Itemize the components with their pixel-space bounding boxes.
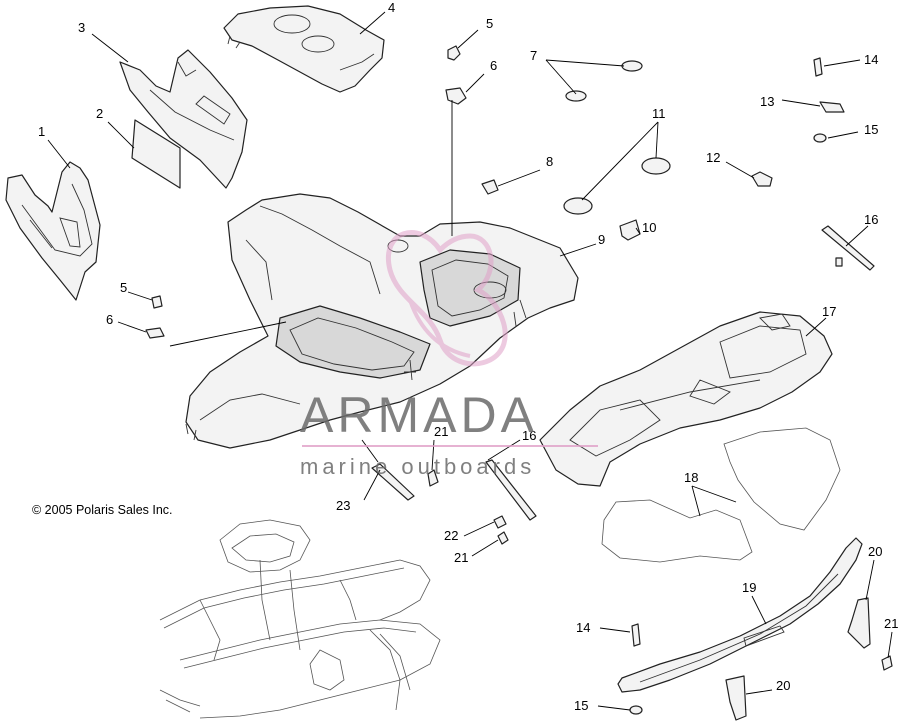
callout-19: 19 bbox=[742, 580, 756, 595]
part-18-gaskets bbox=[601, 427, 841, 563]
callout-16-mid: 16 bbox=[522, 428, 536, 443]
callout-20-bottom: 20 bbox=[776, 678, 790, 693]
leader-lines bbox=[47, 11, 893, 711]
callout-11: 11 bbox=[652, 106, 666, 121]
callout-14: 14 bbox=[864, 52, 878, 67]
callout-15: 15 bbox=[864, 122, 878, 137]
heart-logo-icon bbox=[385, 230, 508, 367]
callout-7: 7 bbox=[530, 48, 537, 63]
callout-labels: 1 2 3 4 5 6 7 8 9 10 11 12 13 14 15 16 1… bbox=[38, 0, 898, 713]
part-19-rail bbox=[617, 537, 863, 693]
callout-18: 18 bbox=[684, 470, 698, 485]
callout-4: 4 bbox=[388, 0, 395, 15]
callout-5-left: 5 bbox=[120, 280, 127, 295]
callout-20: 20 bbox=[868, 544, 882, 559]
callout-6-left: 6 bbox=[106, 312, 113, 327]
frame-ghost-illustration bbox=[159, 519, 441, 719]
callout-23: 23 bbox=[336, 498, 350, 513]
part-1-side-panel bbox=[5, 161, 101, 301]
callout-5: 5 bbox=[486, 16, 493, 31]
part-17-rear-plate bbox=[539, 311, 833, 487]
small-hardware bbox=[145, 45, 893, 721]
copyright-text: © 2005 Polaris Sales Inc. bbox=[32, 503, 173, 517]
callout-14-bottom: 14 bbox=[576, 620, 590, 635]
callout-6: 6 bbox=[490, 58, 497, 73]
callout-2: 2 bbox=[96, 106, 103, 121]
watermark-subtitle: marine outboards bbox=[300, 454, 535, 479]
armada-logo-mark bbox=[385, 230, 508, 367]
callout-3: 3 bbox=[78, 20, 85, 35]
callout-16: 16 bbox=[864, 212, 878, 227]
callout-13: 13 bbox=[760, 94, 774, 109]
part-3-front-panel bbox=[119, 49, 248, 189]
callout-1: 1 bbox=[38, 124, 45, 139]
callout-12: 12 bbox=[706, 150, 720, 165]
part-2-decal bbox=[131, 119, 181, 189]
callout-17: 17 bbox=[822, 304, 836, 319]
watermark: ARMADA marine outboards bbox=[300, 387, 598, 479]
callout-21-lower: 21 bbox=[454, 550, 468, 565]
part-4-top-cover bbox=[223, 5, 385, 93]
callout-10: 10 bbox=[642, 220, 656, 235]
callout-21: 21 bbox=[884, 616, 898, 631]
watermark-title: ARMADA bbox=[300, 387, 538, 443]
callout-21-mid: 21 bbox=[434, 424, 448, 439]
callout-9: 9 bbox=[598, 232, 605, 247]
callout-15-bottom: 15 bbox=[574, 698, 588, 713]
callout-22: 22 bbox=[444, 528, 458, 543]
callout-8: 8 bbox=[546, 154, 553, 169]
